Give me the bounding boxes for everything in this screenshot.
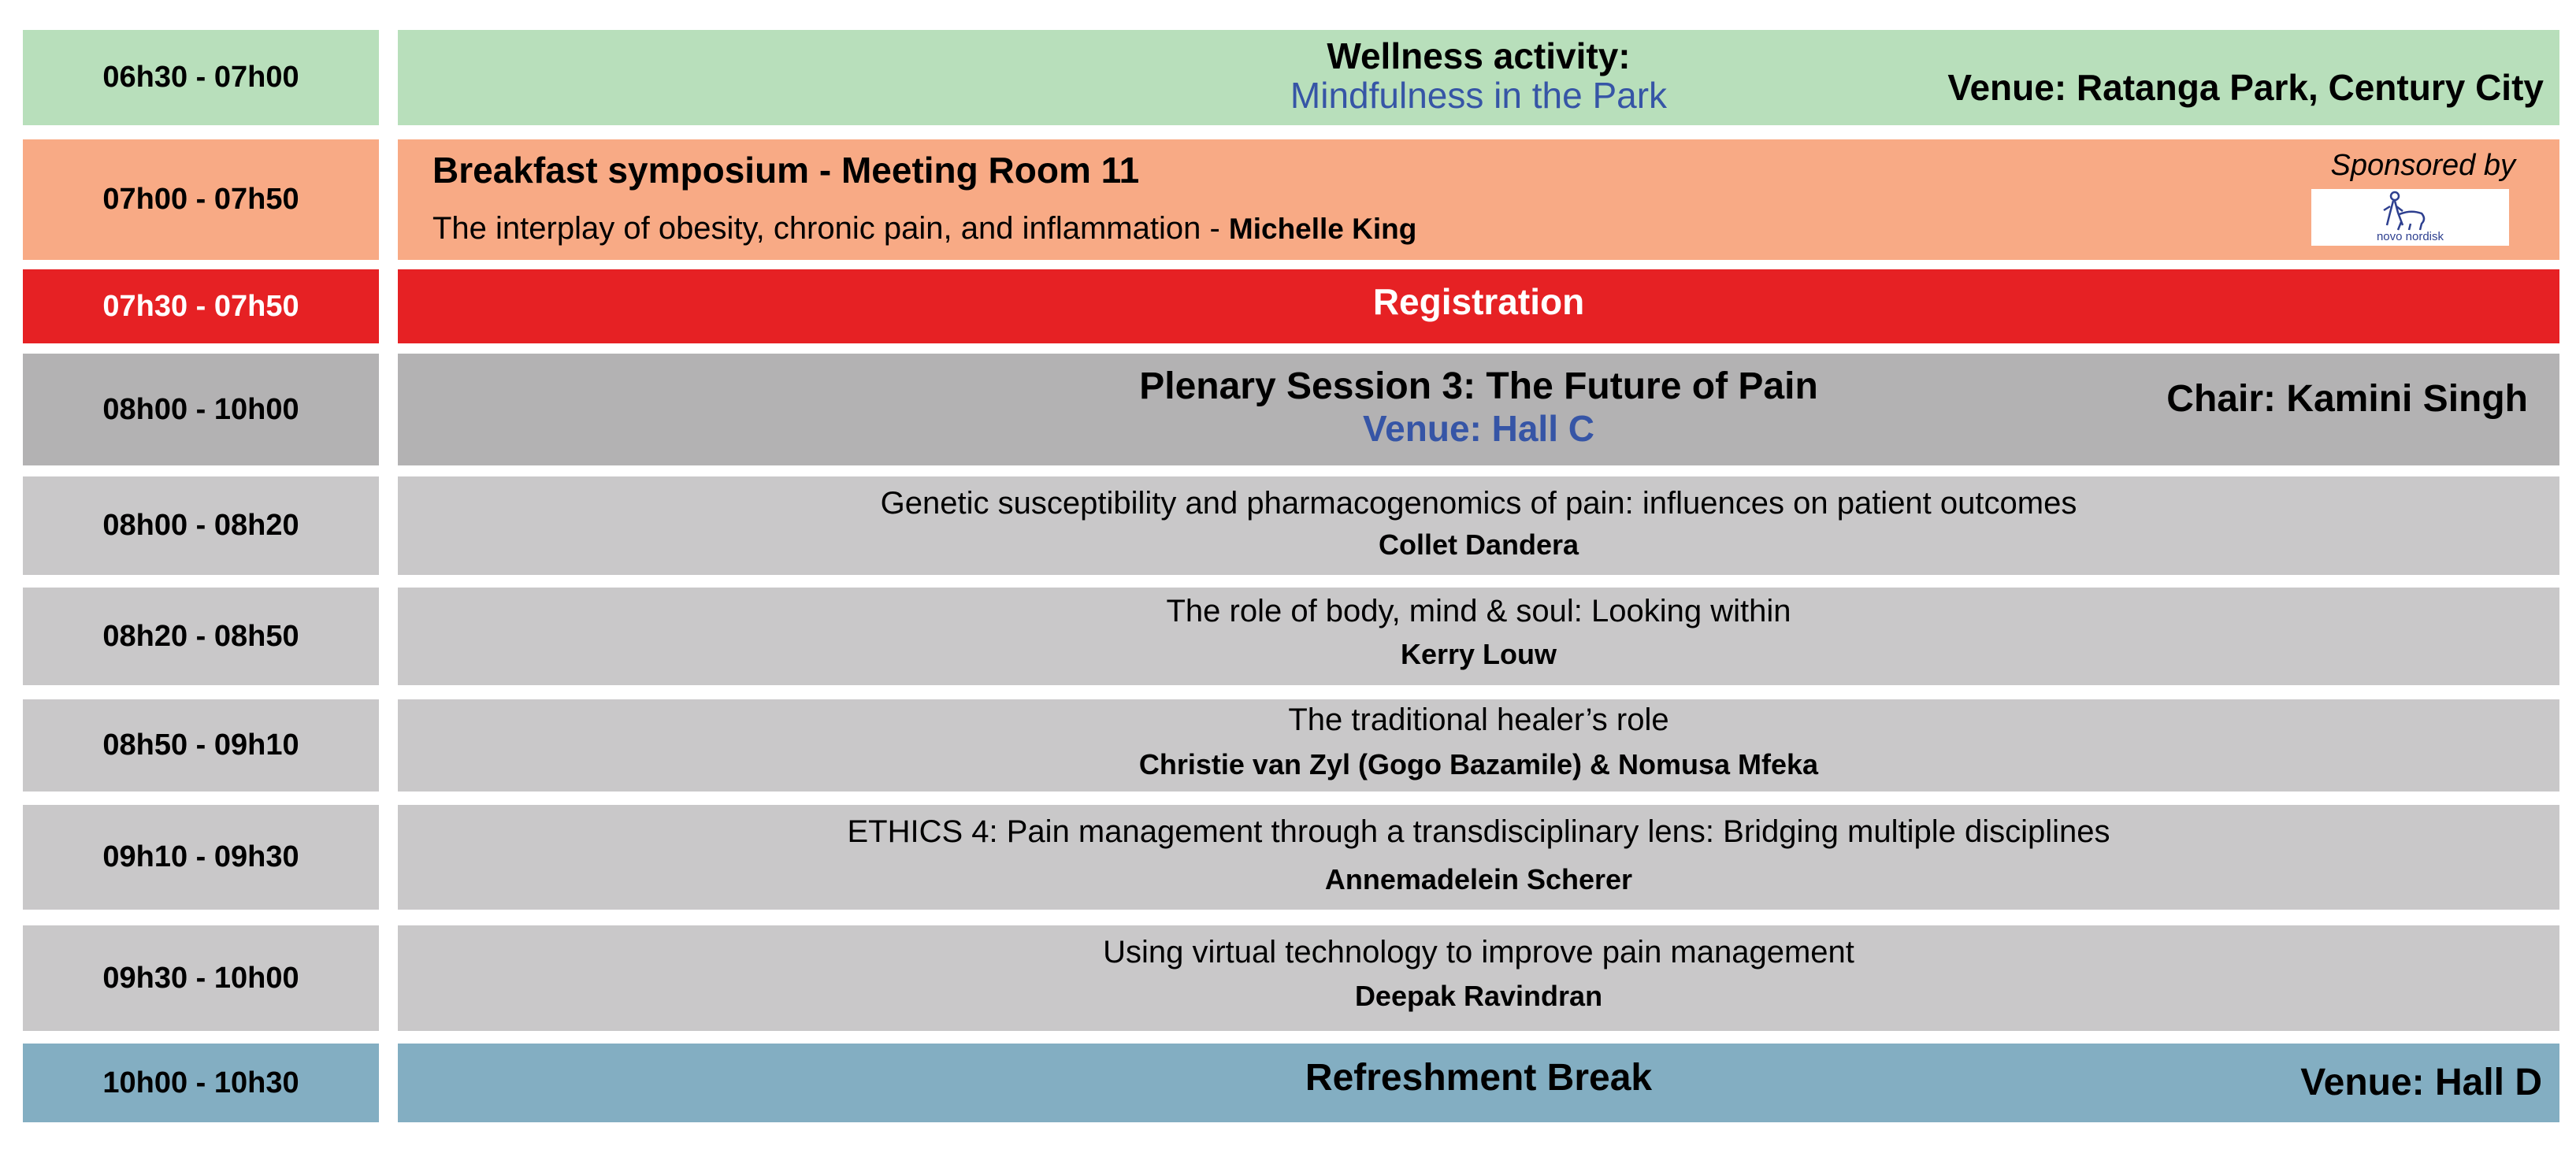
- talk-line: The interplay of obesity, chronic pain, …: [432, 211, 1416, 247]
- schedule-row-registration: 07h30 - 07h50 Registration: [23, 269, 2559, 343]
- session-title: Breakfast symposium - Meeting Room 11: [432, 150, 1140, 191]
- time-cell: 08h20 - 08h50: [23, 588, 379, 685]
- venue-label: Venue: Hall D: [2300, 1062, 2542, 1103]
- session-title: Registration: [1372, 281, 1585, 322]
- time-cell: 08h50 - 09h10: [23, 699, 379, 792]
- schedule-row-plenary: 08h00 - 10h00 Plenary Session 3: The Fut…: [23, 354, 2559, 465]
- time-cell: 09h30 - 10h00: [23, 925, 379, 1031]
- schedule-row-refreshment: 10h00 - 10h30 Refreshment Break Venue: H…: [23, 1044, 2559, 1122]
- time-cell: 08h00 - 10h00: [23, 354, 379, 465]
- session-cell: The traditional healer’s role Christie v…: [398, 699, 2559, 792]
- time-cell: 09h10 - 09h30: [23, 805, 379, 910]
- venue-label: Venue: Ratanga Park, Century City: [1947, 67, 2544, 108]
- schedule-row-talk: 09h10 - 09h30 ETHICS 4: Pain management …: [23, 805, 2559, 910]
- session-title: Refreshment Break: [1305, 1057, 1653, 1099]
- activity-title: Mindfulness in the Park: [1290, 75, 1668, 116]
- session-cell: Refreshment Break Venue: Hall D: [398, 1044, 2559, 1122]
- schedule-row-wellness: 06h30 - 07h00 Wellness activity: Mindful…: [23, 30, 2559, 125]
- talk-title: The interplay of obesity, chronic pain, …: [432, 211, 1229, 246]
- schedule-row-talk: 08h50 - 09h10 The traditional healer’s r…: [23, 699, 2559, 792]
- time-cell: 10h00 - 10h30: [23, 1044, 379, 1122]
- speaker-name: Deepak Ravindran: [1354, 980, 1603, 1012]
- speaker-name: Collet Dandera: [1378, 528, 1579, 561]
- session-cell: Registration: [398, 269, 2559, 343]
- session-cell: Genetic susceptibility and pharmacogenom…: [398, 476, 2559, 575]
- time-cell: 08h00 - 08h20: [23, 476, 379, 575]
- bull-logo-icon: [2383, 191, 2426, 231]
- session-cell: ETHICS 4: Pain management through a tran…: [398, 805, 2559, 910]
- schedule-row-talk: 09h30 - 10h00 Using virtual technology t…: [23, 925, 2559, 1031]
- session-title: Plenary Session 3: The Future of Pain: [1139, 365, 1818, 407]
- schedule-row-talk: 08h00 - 08h20 Genetic susceptibility and…: [23, 476, 2559, 575]
- speaker-name: Christie van Zyl (Gogo Bazamile) & Nomus…: [1138, 748, 1819, 780]
- speaker-name: Annemadelein Scherer: [1324, 863, 1633, 895]
- venue-label: Venue: Hall C: [1363, 408, 1594, 449]
- session-cell: Plenary Session 3: The Future of Pain Ve…: [398, 354, 2559, 465]
- talk-title: The role of body, mind & soul: Looking w…: [1166, 594, 1791, 628]
- sponsor-logo-text: novo nordisk: [2376, 230, 2444, 243]
- time-cell: 07h00 - 07h50: [23, 139, 379, 260]
- session-cell: Using virtual technology to improve pain…: [398, 925, 2559, 1031]
- talk-title: ETHICS 4: Pain management through a tran…: [847, 814, 2110, 849]
- session-cell: Wellness activity: Mindfulness in the Pa…: [398, 30, 2559, 125]
- talk-title: The traditional healer’s role: [1288, 703, 1669, 737]
- session-cell: Breakfast symposium - Meeting Room 11 Th…: [398, 139, 2559, 260]
- talk-title: Genetic susceptibility and pharmacogenom…: [880, 486, 2077, 521]
- time-cell: 06h30 - 07h00: [23, 30, 379, 125]
- session-heading: Wellness activity:: [1327, 35, 1631, 76]
- schedule-row-talk: 08h20 - 08h50 The role of body, mind & s…: [23, 588, 2559, 685]
- time-cell: 07h30 - 07h50: [23, 269, 379, 343]
- talk-title: Using virtual technology to improve pain…: [1103, 935, 1854, 969]
- schedule-row-breakfast: 07h00 - 07h50 Breakfast symposium - Meet…: [23, 139, 2559, 260]
- sponsored-label: Sponsored by: [2330, 149, 2516, 182]
- chair-label: Chair: Kamini Singh: [2166, 378, 2528, 420]
- speaker-name: Kerry Louw: [1400, 638, 1557, 670]
- sponsor-logo: novo nordisk: [2311, 189, 2509, 246]
- session-cell: The role of body, mind & soul: Looking w…: [398, 588, 2559, 685]
- speaker-name: Michelle King: [1228, 213, 1417, 245]
